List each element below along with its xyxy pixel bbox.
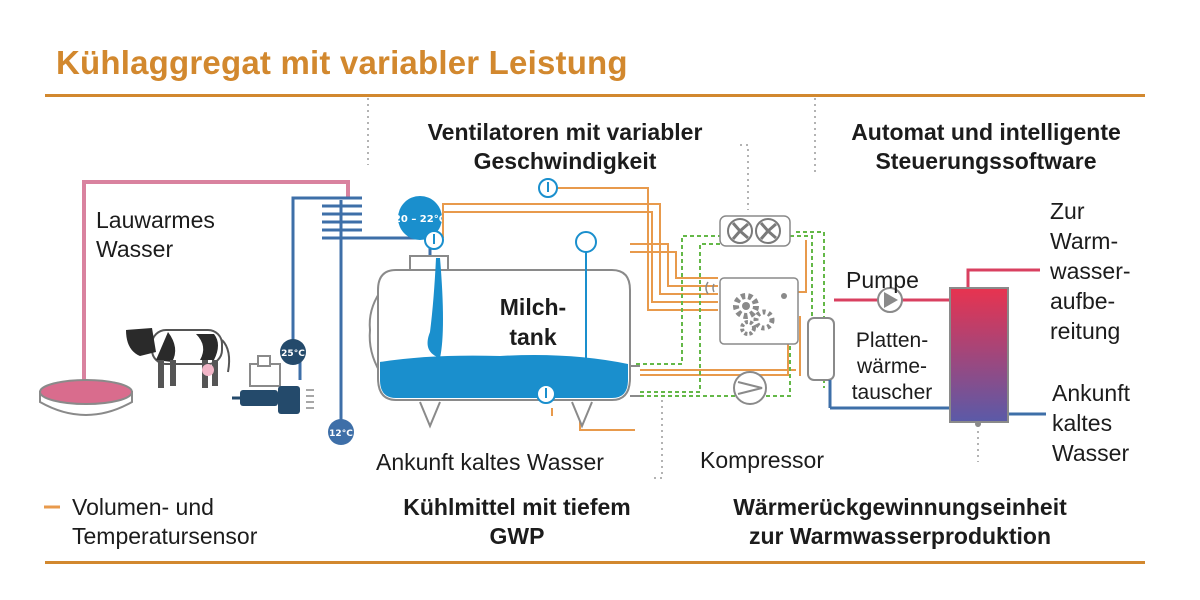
label-platten-line3: tauscher — [851, 381, 933, 404]
gears-icon — [705, 277, 799, 345]
plate-heat-exchanger — [807, 317, 835, 381]
refrigerant-lines — [442, 187, 807, 431]
label-zur-warm-line2: Warm- — [1050, 228, 1119, 254]
label-automat-line1: Automat und intelligente — [851, 119, 1121, 145]
label-ankunft-right: Ankunft kaltes Wasser — [1052, 378, 1130, 468]
label-fans-line2: Geschwindigkeit — [473, 148, 657, 174]
label-zur-warm: Zur Warm- wasser- aufbe- reitung — [1050, 196, 1131, 346]
lukewarm-water-pipe — [82, 180, 350, 390]
label-platten-line1: Platten- — [855, 329, 929, 352]
temperature-markers: 25°C 12°C 20 – 22°C — [280, 196, 446, 445]
fan-icon — [719, 215, 791, 247]
thermometer-icon — [538, 178, 558, 198]
label-automat-line2: Steuerungssoftware — [875, 148, 1097, 174]
sensors — [424, 178, 597, 404]
label-kompressor: Kompressor — [700, 447, 824, 473]
legend-line1: Volumen- und — [72, 494, 214, 520]
milk-tank — [368, 255, 640, 429]
milking-unit — [232, 355, 314, 414]
cold-temp-label: 12°C — [329, 429, 353, 439]
pump-icon — [877, 287, 903, 313]
label-kuehlmittel-line1: Kühlmittel mit tiefem — [403, 494, 631, 520]
label-fans-line1: Ventilatoren mit variabler — [427, 119, 703, 145]
page-title: Kühlaggregat mit variabler Leistung — [56, 44, 628, 81]
thermometer-icon — [536, 384, 556, 404]
label-ankunft-right-line2: kaltes — [1052, 410, 1113, 436]
label-pumpe: Pumpe — [846, 267, 919, 293]
top-rule — [45, 94, 1145, 97]
label-zur-warm-line1: Zur — [1050, 198, 1085, 224]
label-waerme-line2: zur Warmwasserproduktion — [748, 523, 1052, 549]
label-ankunft-right-line3: Wasser — [1052, 440, 1130, 466]
label-platten-line2: wärme- — [856, 355, 927, 378]
bottom-rule — [45, 561, 1145, 564]
control-lines — [636, 231, 825, 397]
label-zur-warm-line5: reitung — [1050, 318, 1121, 344]
label-lauwarm-line2: Wasser — [96, 236, 174, 262]
thermometer-icon — [424, 230, 444, 250]
label-milchtank-line1: Milch- — [499, 294, 567, 320]
label-waerme-line1: Wärmerückgewinnungseinheit — [733, 494, 1067, 520]
label-zur-warm-line3: wasser- — [1050, 258, 1131, 284]
label-fans: Ventilatoren mit variabler Geschwindigke… — [380, 118, 750, 176]
label-zur-warm-line4: aufbe- — [1050, 288, 1116, 314]
tank-temp-label: 20 – 22°C — [394, 214, 446, 225]
leader-lines — [367, 98, 979, 479]
level-sensor-icon — [575, 231, 597, 360]
label-waerme: Wärmerückgewinnungseinheit zur Warmwasse… — [690, 493, 1110, 551]
pool-icon — [39, 379, 133, 416]
label-lauwarm-line1: Lauwarmes — [96, 207, 215, 233]
label-automat: Automat und intelligente Steuerungssoftw… — [818, 118, 1154, 176]
label-lauwarm: Lauwarmes Wasser — [96, 206, 215, 264]
label-kuehlmittel: Kühlmittel mit tiefem GWP — [372, 493, 662, 551]
label-platten: Platten- wärme- tauscher — [836, 328, 948, 406]
label-milchtank-line2: tank — [509, 324, 557, 350]
label-ankunft-right-line1: Ankunft — [1052, 380, 1130, 406]
compressor-icon — [733, 371, 767, 405]
hot-water-tank — [949, 287, 1009, 423]
cow-temp-label: 25°C — [281, 349, 305, 359]
label-kuehlmittel-line2: GWP — [489, 523, 545, 549]
legend-line2: Temperatursensor — [72, 523, 258, 549]
cow-icon — [126, 328, 231, 388]
label-milchtank: Milch- tank — [478, 292, 588, 352]
label-ankunft-tank: Ankunft kaltes Wasser — [376, 449, 604, 475]
legend-sensor: Volumen- und Temperatursensor — [72, 493, 257, 551]
